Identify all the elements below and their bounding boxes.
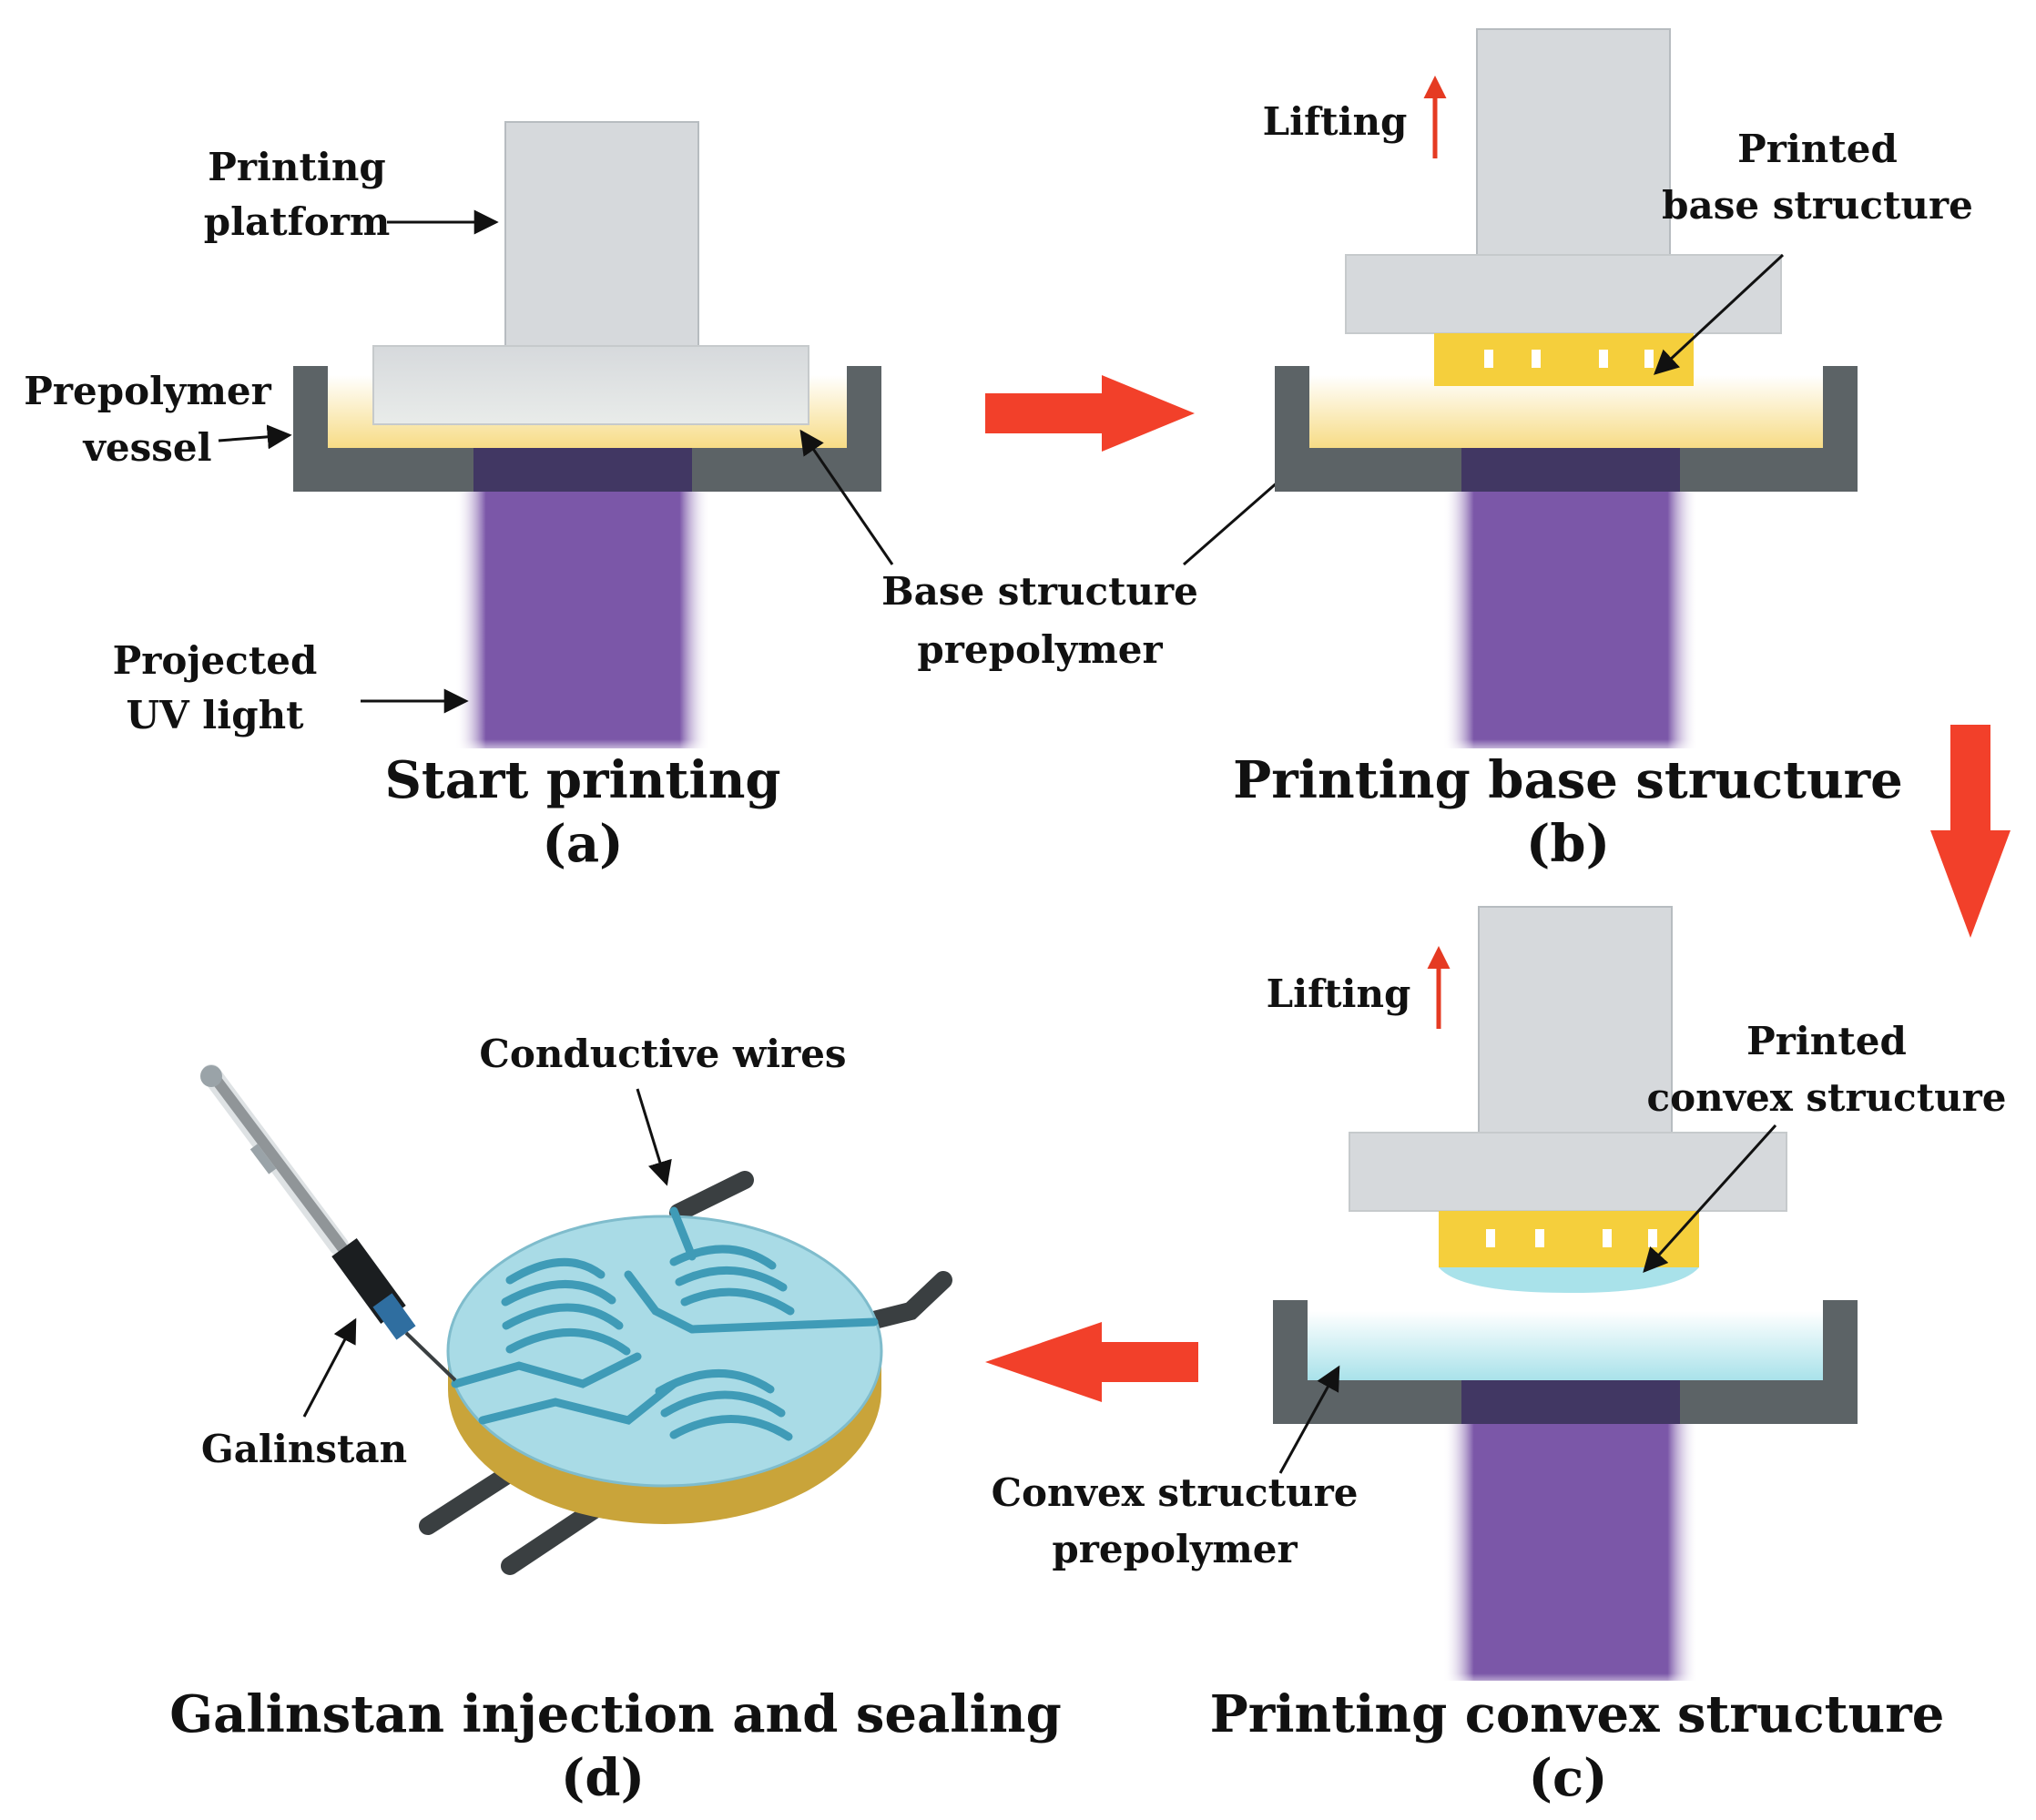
caption-a: Start printing xyxy=(384,750,780,810)
label-printing-platform-1: Printing xyxy=(208,145,385,189)
panel-c: Lifting Printed convex structure Convex … xyxy=(992,906,2007,1808)
shared-base-prepolymer-label: Base structure prepolymer xyxy=(799,429,1334,672)
pointer-printed-convex xyxy=(1643,1124,1777,1274)
pointer-printed-base xyxy=(1654,253,1785,375)
base-prepolymer-liquid xyxy=(1309,375,1823,448)
pointer-base-prepolymer-a xyxy=(799,429,894,565)
label-prepolymer-vessel-1: Prepolymer xyxy=(24,369,271,413)
label-printed-base-1: Printed xyxy=(1737,127,1898,171)
label-convex-prepolymer-1: Convex structure xyxy=(992,1470,1359,1515)
syringe-icon xyxy=(200,1064,457,1382)
convex-prepolymer-liquid xyxy=(1308,1311,1823,1380)
printing-platform-plate xyxy=(1349,1132,1787,1212)
process-arrow-icon xyxy=(985,375,1195,452)
pointer-convex-prepolymer xyxy=(1278,1365,1340,1474)
label-projected-uv-2: UV light xyxy=(126,693,304,737)
label-conductive-wires: Conductive wires xyxy=(479,1032,846,1076)
letter-a: (a) xyxy=(542,814,623,874)
channel-holes xyxy=(1486,1229,1657,1247)
label-lifting: Lifting xyxy=(1263,99,1408,144)
panel-b: Lifting Printed base structure Printing … xyxy=(1233,28,1973,874)
process-arrow-icon xyxy=(985,1322,1198,1402)
panel-a: Printing platform Prepolymer vessel Proj… xyxy=(24,121,881,874)
prepolymer-vessel xyxy=(1273,1300,1858,1424)
label-galinstan: Galinstan xyxy=(201,1427,407,1471)
label-base-structure-prepolymer-2: prepolymer xyxy=(917,627,1163,672)
label-printed-convex-2: convex structure xyxy=(1647,1075,2007,1120)
printing-platform-column xyxy=(504,121,699,351)
prepolymer-vessel xyxy=(1275,366,1858,492)
label-convex-prepolymer-2: prepolymer xyxy=(1052,1527,1298,1571)
label-lifting: Lifting xyxy=(1267,971,1411,1016)
process-arrow-icon xyxy=(1930,725,2011,938)
letter-c: (c) xyxy=(1528,1748,1607,1808)
sensor-disc xyxy=(446,1206,883,1524)
label-prepolymer-vessel-2: vessel xyxy=(82,425,211,470)
panel-d: Conductive wires Galinstan Galinstan inj… xyxy=(169,1032,1061,1808)
label-printed-base-2: base structure xyxy=(1662,183,1973,228)
label-projected-uv-1: Projected xyxy=(113,638,318,683)
printed-convex-structure xyxy=(1439,1267,1699,1293)
prepolymer-vessel xyxy=(293,366,881,492)
label-printing-platform-2: platform xyxy=(204,199,391,244)
label-printed-convex-1: Printed xyxy=(1746,1019,1907,1063)
printing-platform-plate xyxy=(1345,254,1782,334)
channel-holes xyxy=(1484,350,1654,368)
printed-base-structure xyxy=(1439,1211,1699,1267)
serpentine-channels xyxy=(451,1206,879,1441)
pointer-galinstan xyxy=(302,1317,357,1418)
letter-b: (b) xyxy=(1526,814,1610,874)
pointer-vessel xyxy=(218,424,292,450)
printed-base-structure xyxy=(1434,333,1694,386)
label-base-structure-prepolymer-1: Base structure xyxy=(881,569,1198,614)
caption-c: Printing convex structure xyxy=(1210,1684,1945,1744)
caption-b: Printing base structure xyxy=(1233,750,1903,810)
printing-platform-column xyxy=(1478,906,1673,1135)
letter-d: (d) xyxy=(561,1748,645,1808)
caption-d: Galinstan injection and sealing xyxy=(169,1684,1061,1744)
pointer-wires xyxy=(636,1088,672,1186)
printing-platform-column xyxy=(1476,28,1671,258)
printing-platform-plate xyxy=(372,345,809,425)
